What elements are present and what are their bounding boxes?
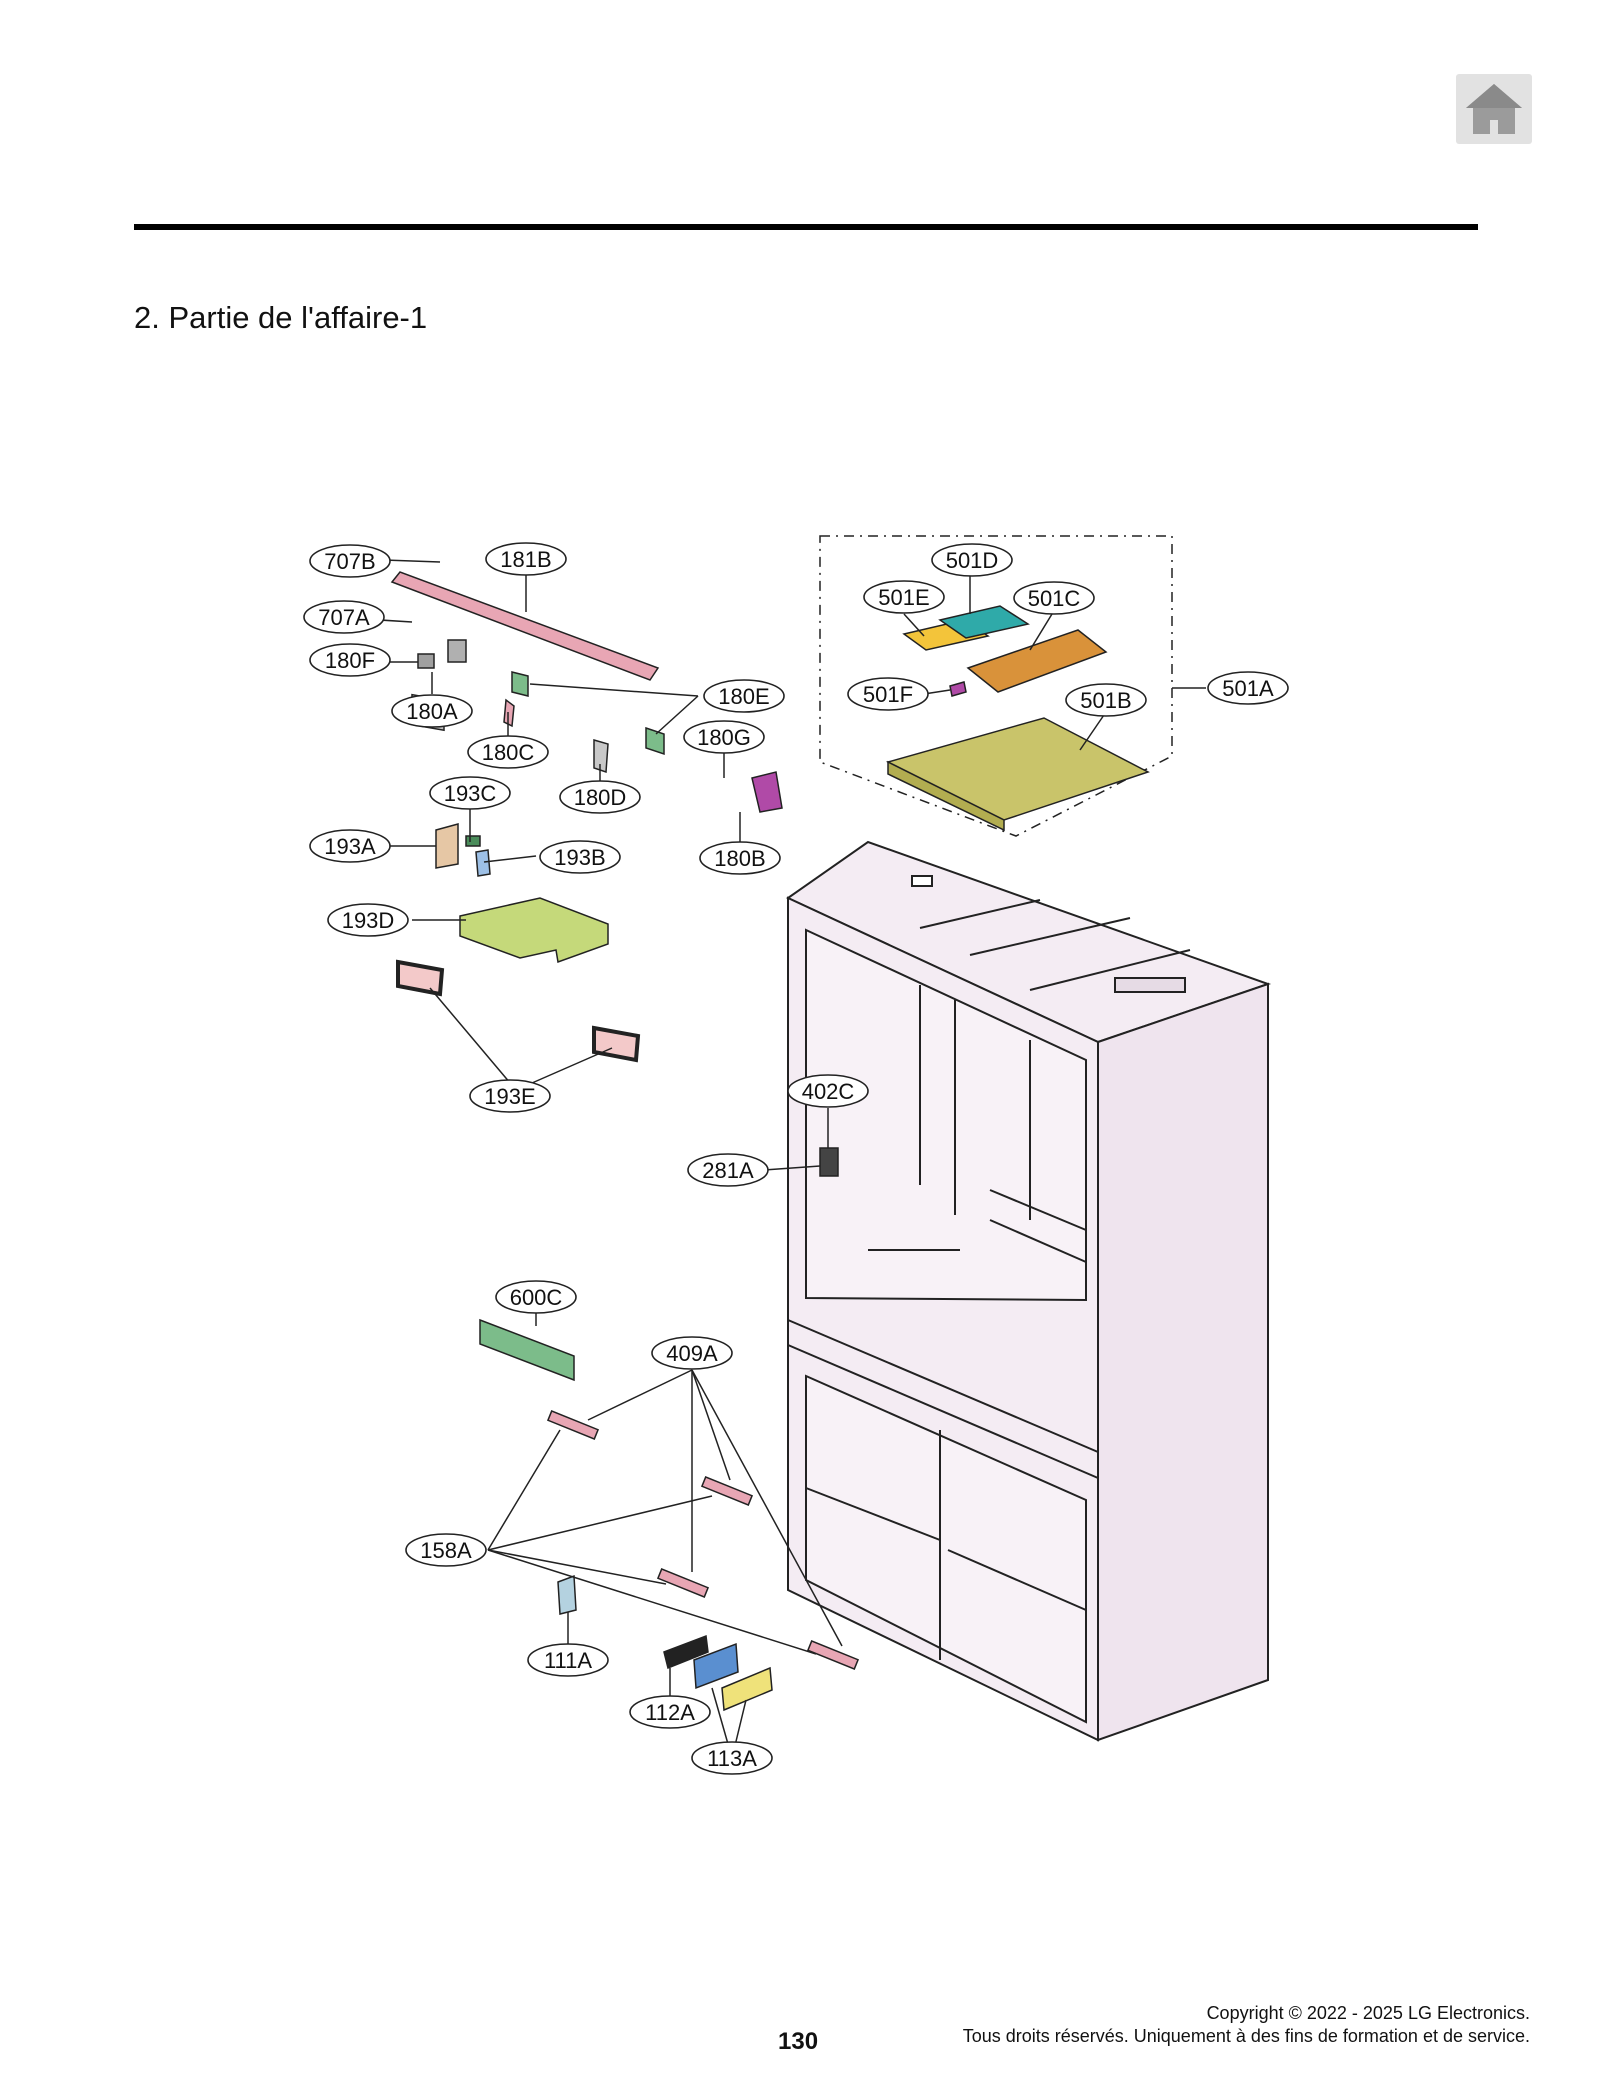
callout-112A	[629, 1695, 711, 1729]
callout-501A	[1207, 671, 1289, 705]
callout-label-180E: 180E	[718, 684, 769, 709]
callout-193B	[539, 840, 621, 874]
callout-180A	[391, 694, 473, 728]
callout-label-501A: 501A	[1222, 676, 1274, 701]
callout-label-111A: 111A	[544, 1648, 592, 1673]
callout-501B	[1065, 683, 1147, 717]
callout-label-707A: 707A	[318, 605, 370, 630]
callout-193E	[469, 1079, 551, 1113]
callout-193C	[429, 776, 511, 810]
callout-501E	[863, 580, 945, 614]
callout-label-193E: 193E	[484, 1084, 535, 1109]
callout-180G	[683, 720, 765, 754]
callout-181B	[485, 542, 567, 576]
section-title: 2. Partie de l'affaire-1	[134, 300, 428, 335]
callout-label-180B: 180B	[714, 846, 765, 871]
cabinet-body	[786, 840, 1272, 1742]
callout-label-193A: 193A	[324, 834, 376, 859]
electrical-box-group	[819, 535, 1173, 837]
callout-label-707B: 707B	[324, 549, 375, 574]
callout-label-193D: 193D	[342, 908, 395, 933]
leader-lines	[379, 559, 1206, 1759]
callout-label-501F: 501F	[863, 682, 913, 707]
callout-label-180A: 180A	[406, 699, 458, 724]
callout-label-180C: 180C	[482, 740, 535, 765]
callout-label-501D: 501D	[946, 548, 999, 573]
callout-label-600C: 600C	[510, 1285, 563, 1310]
callout-label-193C: 193C	[444, 781, 497, 806]
callout-label-193B: 193B	[554, 845, 605, 870]
callout-180D	[559, 780, 641, 814]
callout-193A	[309, 829, 391, 863]
callout-label-180D: 180D	[574, 785, 627, 810]
copyright-line-2: Tous droits réservés. Uniquement à des f…	[962, 2026, 1530, 2046]
callout-180B	[699, 841, 781, 875]
callout-label-501E: 501E	[878, 585, 929, 610]
callout-501D	[931, 543, 1013, 577]
home-button[interactable]	[1456, 74, 1532, 144]
callout-180C	[467, 735, 549, 769]
callout-labels: 707B 181B 707A 180F 180A 180E 180C 180G …	[318, 547, 1274, 1771]
callout-158A	[405, 1533, 487, 1567]
parts-cluster-top	[390, 571, 860, 1712]
callout-label-180G: 180G	[697, 725, 751, 750]
callout-label-158A: 158A	[420, 1538, 472, 1563]
callout-label-112A: 112A	[645, 1700, 695, 1725]
callout-409A	[651, 1336, 733, 1370]
callout-label-501C: 501C	[1028, 586, 1081, 611]
callout-label-402C: 402C	[802, 1079, 855, 1104]
callout-label-181B: 181B	[500, 547, 551, 572]
callout-180F	[309, 643, 391, 677]
callout-281A	[687, 1153, 769, 1187]
callout-180E	[703, 679, 785, 713]
page-number: 130	[778, 2028, 819, 2055]
callout-ellipses	[303, 542, 1289, 1775]
callout-600C	[495, 1280, 577, 1314]
callout-707B	[309, 544, 391, 578]
callout-label-409A: 409A	[666, 1341, 718, 1366]
callout-113A	[691, 1741, 773, 1775]
callout-402C	[787, 1074, 869, 1108]
callout-111A	[527, 1643, 609, 1677]
callout-501C	[1013, 581, 1095, 615]
callout-label-180F: 180F	[325, 648, 375, 673]
callout-label-113A: 113A	[707, 1746, 757, 1771]
callout-707A	[303, 600, 385, 634]
copyright-line-1: Copyright © 2022 - 2025 LG Electronics.	[1206, 2003, 1530, 2023]
callout-label-501B: 501B	[1080, 688, 1131, 713]
copyright-notice: Copyright © 2022 - 2025 LG Electronics. …	[963, 2002, 1530, 2048]
home-icon	[1466, 84, 1522, 134]
callout-193D	[327, 903, 409, 937]
callout-501F	[847, 677, 929, 711]
callout-label-281A: 281A	[702, 1158, 754, 1183]
header-rule	[134, 224, 1478, 230]
